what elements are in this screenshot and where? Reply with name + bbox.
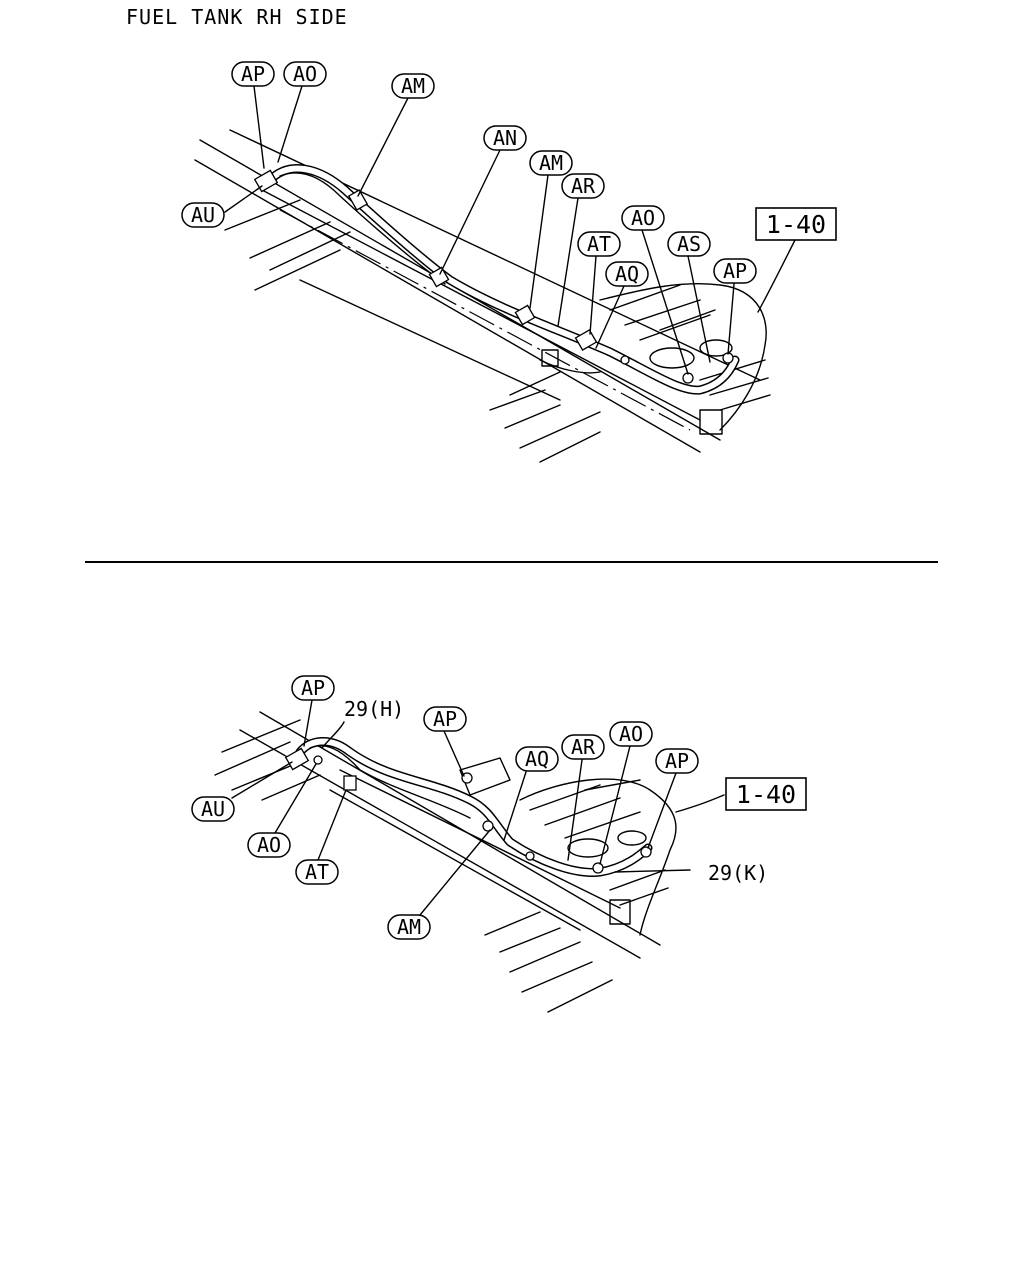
svg-text:1-40: 1-40 (736, 780, 796, 809)
svg-text:AT: AT (587, 232, 611, 256)
svg-text:AU: AU (201, 797, 225, 821)
svg-text:AN: AN (493, 126, 517, 150)
callout-ap-bottom-3: AP (655, 748, 699, 774)
diagram-title: FUEL TANK RH SIDE (126, 5, 348, 29)
svg-text:AQ: AQ (525, 747, 549, 771)
callout-ar-top: AR (561, 173, 605, 199)
fuel-tank-top (539, 282, 771, 435)
bottom-view: AP 29(H) AP AQ AR AO AP 1-40 AU (191, 675, 807, 1013)
callout-ap-top-2: AP (713, 258, 757, 284)
svg-text:AP: AP (665, 749, 689, 773)
callout-ap-bottom-2: AP (423, 706, 467, 732)
callout-ar-bottom: AR (561, 734, 605, 760)
svg-text:AO: AO (293, 62, 317, 86)
svg-text:AR: AR (571, 174, 596, 198)
svg-text:AQ: AQ (615, 262, 639, 286)
svg-text:1-40: 1-40 (766, 210, 826, 239)
callout-au-top: AU (181, 202, 225, 228)
callout-an-top: AN (483, 125, 527, 151)
leader-lines-top (224, 85, 796, 375)
top-view: AP AO AM AN AM AR AO AT (181, 61, 837, 463)
svg-text:AS: AS (677, 232, 701, 256)
svg-text:AO: AO (619, 722, 643, 746)
svg-text:AP: AP (433, 707, 457, 731)
callout-am-top-2: AM (529, 150, 573, 176)
callout-aq-bottom: AQ (515, 746, 559, 772)
ref-box-top: 1-40 (755, 207, 837, 241)
svg-text:AM: AM (539, 151, 563, 175)
callout-ao-bottom-1: AO (609, 721, 653, 747)
ref-box-bottom: 1-40 (725, 777, 807, 811)
svg-text:AU: AU (191, 203, 215, 227)
svg-text:AP: AP (301, 676, 325, 700)
fuel-pipe-top (253, 164, 740, 395)
callout-am-top-1: AM (391, 73, 435, 99)
callout-ao-top-1: AO (283, 61, 327, 87)
callout-ao-top-2: AO (621, 205, 665, 231)
leader-lines-bottom (231, 699, 725, 916)
fuel-tank-bottom (459, 757, 677, 936)
svg-text:AR: AR (571, 735, 596, 759)
callout-at-top: AT (577, 231, 621, 257)
fuel-pipe-bottom (284, 737, 653, 877)
frame-rail-bottom (214, 711, 661, 1013)
label-29k: 29(K) (708, 861, 768, 885)
callout-aq-top: AQ (605, 261, 649, 287)
callout-ap-top-1: AP (231, 61, 275, 87)
callout-as-top: AS (667, 231, 711, 257)
svg-text:AP: AP (723, 259, 747, 283)
svg-text:AO: AO (631, 206, 655, 230)
svg-text:AM: AM (397, 915, 421, 939)
svg-text:AT: AT (305, 860, 329, 884)
svg-text:AP: AP (241, 62, 265, 86)
callout-ap-bottom-1: AP (291, 675, 335, 701)
label-29h: 29(H) (344, 697, 404, 721)
callout-au-bottom: AU (191, 796, 235, 822)
callout-am-bottom: AM (387, 914, 431, 940)
callout-at-bottom: AT (295, 859, 339, 885)
callout-ao-bottom-2: AO (247, 832, 291, 858)
svg-text:AM: AM (401, 74, 425, 98)
svg-text:AO: AO (257, 833, 281, 857)
